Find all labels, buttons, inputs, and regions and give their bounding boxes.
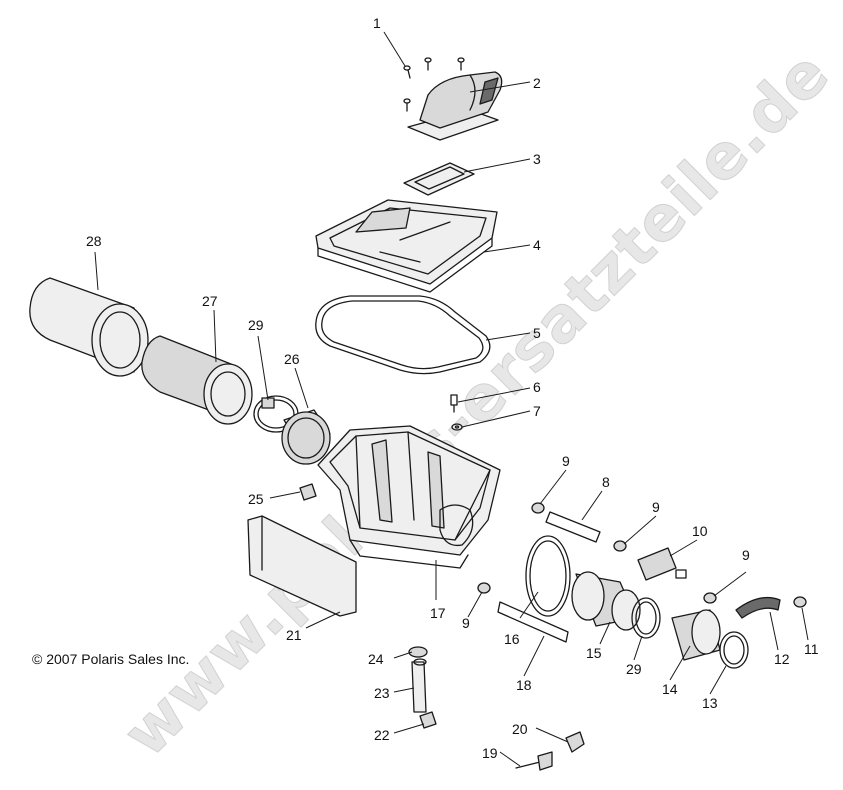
part-pin	[515, 751, 553, 771]
callout-3: 3	[533, 151, 541, 167]
callout-29a: 29	[248, 317, 264, 333]
callout-22: 22	[374, 727, 390, 743]
callout-28: 28	[86, 233, 102, 249]
callout-29b: 29	[626, 661, 642, 677]
callout-24: 24	[368, 651, 384, 667]
callout-19: 19	[482, 745, 498, 761]
callout-9a: 9	[562, 453, 570, 469]
callout-9d: 9	[462, 615, 470, 631]
callout-15: 15	[586, 645, 602, 661]
callout-7: 7	[533, 403, 541, 419]
part-o-ring	[525, 535, 571, 617]
callout-4: 4	[533, 237, 541, 253]
callout-1: 1	[373, 15, 381, 31]
callout-23: 23	[374, 685, 390, 701]
callout-26: 26	[284, 351, 300, 367]
callout-11: 11	[804, 641, 819, 657]
part-throttle-adapter	[571, 571, 641, 631]
part-small-clamps	[477, 502, 807, 608]
part-air-filter	[141, 335, 253, 425]
callout-17: 17	[430, 605, 446, 621]
part-airbox-lid	[315, 199, 498, 293]
callout-2: 2	[533, 75, 541, 91]
callout-27: 27	[202, 293, 218, 309]
callout-9c: 9	[742, 547, 750, 563]
part-adapter-ring	[281, 409, 331, 465]
callout-13: 13	[702, 695, 718, 711]
callout-16: 16	[504, 631, 520, 647]
copyright-text: © 2007 Polaris Sales Inc.	[32, 651, 189, 667]
callout-25: 25	[248, 491, 264, 507]
part-hose-18	[497, 601, 569, 643]
callout-12: 12	[774, 651, 790, 667]
part-intake-duct	[407, 71, 503, 141]
part-bolt	[450, 394, 458, 413]
callout-14: 14	[662, 681, 678, 697]
part-bracket	[565, 731, 585, 753]
callout-10: 10	[692, 523, 708, 539]
callout-6: 6	[533, 379, 541, 395]
part-hose-12	[735, 596, 781, 619]
part-gasket-plate	[403, 162, 475, 196]
part-valve	[637, 547, 687, 581]
part-tube-8	[545, 511, 601, 543]
callout-18: 18	[516, 677, 532, 693]
part-clip	[299, 483, 317, 501]
part-prefilter	[29, 277, 149, 377]
callout-labels: 1 2 3 4 5 6 7 8 9 9 9 9 9 10 11 12 13 14…	[86, 15, 819, 761]
part-boot	[671, 609, 721, 661]
part-airbox-body	[317, 425, 501, 569]
part-seal	[315, 295, 491, 375]
leader-lines	[94, 31, 809, 767]
part-clamp-right	[631, 597, 661, 639]
part-drain-assembly	[408, 646, 437, 729]
callout-21: 21	[286, 627, 302, 643]
part-screws	[403, 57, 465, 112]
part-clamp-13	[719, 631, 749, 669]
callout-20: 20	[512, 721, 528, 737]
callout-9b: 9	[652, 499, 660, 515]
callout-5: 5	[533, 325, 541, 341]
part-panel	[247, 515, 357, 617]
callout-8: 8	[602, 474, 610, 490]
